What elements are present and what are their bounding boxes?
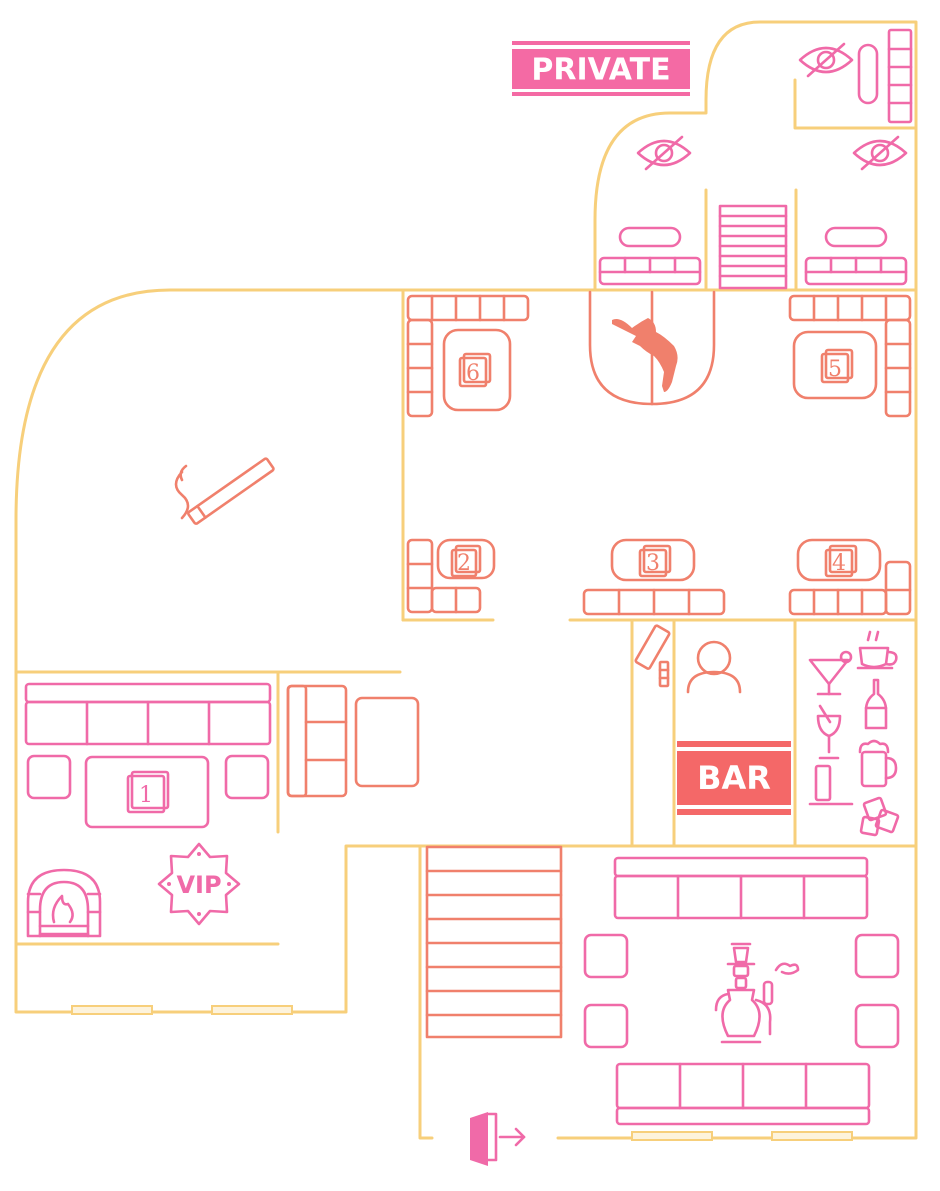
drinks-shelf [808, 630, 900, 837]
beer-icon [858, 739, 898, 788]
exit-door-icon [470, 1112, 526, 1166]
table-number: 1 [139, 783, 153, 808]
bar-label: BAR [697, 759, 771, 797]
vip-sofa [24, 682, 272, 800]
sofa-table-3 [582, 588, 726, 616]
sofa-table-5 [788, 294, 912, 418]
table-3: 3 [610, 538, 696, 582]
table-number: 4 [832, 551, 846, 576]
bottle-icon [864, 678, 888, 730]
private-sofa-left [598, 226, 702, 286]
cocktail-icon [816, 704, 842, 760]
ice-icon [859, 796, 900, 837]
table-5: 5 [792, 330, 878, 400]
sofa-table-6 [406, 294, 530, 418]
private-sign: PRIVATE [512, 41, 690, 96]
table-6: 6 [442, 328, 512, 412]
private-staircase [718, 204, 788, 290]
private-booth-top [857, 28, 913, 124]
sofa-table-2 [406, 538, 482, 614]
table-number: 5 [828, 357, 842, 382]
vip-badge-icon: VIP [157, 842, 241, 926]
coffee-icon [856, 630, 898, 670]
hookah-sofa-top [613, 856, 869, 920]
bartender-icon [686, 640, 742, 694]
no-look-icon [852, 135, 908, 171]
no-look-icon [636, 135, 692, 171]
stage-dancer-icon [612, 318, 678, 392]
cocktail-icon [808, 650, 853, 696]
main-staircase [425, 845, 563, 1039]
hookah-sofa-bottom [615, 1062, 871, 1126]
private-sofa-right [804, 226, 908, 286]
bar-sign: BAR [677, 741, 791, 815]
hookah-icon [714, 942, 800, 1044]
table-number: 3 [646, 551, 660, 576]
table-1: 1 [84, 755, 210, 829]
no-look-icon [798, 42, 854, 78]
table-number: 2 [457, 551, 471, 576]
table-4: 4 [796, 538, 882, 582]
hookah-poufs [583, 933, 900, 1049]
table-number: 6 [466, 361, 480, 386]
table-2: 2 [436, 538, 496, 580]
cocktail-glass-tall-icon [808, 764, 854, 806]
side-seating [286, 684, 420, 798]
fireplace-icon [26, 868, 102, 938]
card-terminal-icon [634, 624, 671, 688]
private-label: PRIVATE [531, 53, 670, 88]
sofa-table-4 [788, 560, 912, 616]
cigarette-icon [174, 457, 275, 525]
vip-label: VIP [176, 871, 221, 899]
